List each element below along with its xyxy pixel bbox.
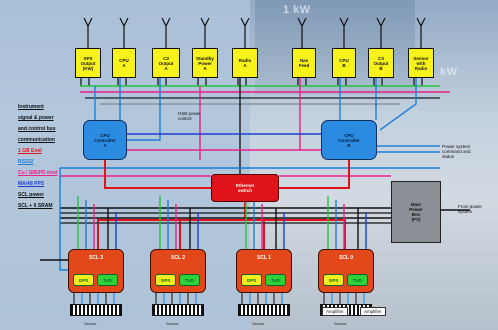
legend-item: Cu / SIB/PD mod [18,170,57,176]
legend-item: RS232 [18,159,33,165]
antenna-icon [377,18,385,48]
sensor-connector [152,304,204,316]
antenna-icon [340,18,348,48]
scl-unit-label: SCL 2 [171,256,185,261]
amplifier-tag: Amplifier [322,307,348,316]
legend-item: and control bus [18,126,56,132]
top-module-7: C3 Output B [368,48,394,78]
scl-txd-block: TxD [265,274,286,286]
top-module-1: CPU A [112,48,136,78]
cpu-controller-a: CPU Controller A [83,120,127,160]
legend-item: communication [18,137,55,143]
blue-bus [60,168,68,270]
antenna-icon [298,18,306,48]
scl-gps-block: GPS [155,274,176,286]
scl-unit-3: SCL 0 [318,249,374,293]
top-module-8: Sensor with Radio [408,48,434,78]
antenna-icon [162,18,170,48]
antenna-icon [84,18,92,48]
ethernet-switch: Ethernet switch [211,174,279,202]
legend-item: signal & power [18,115,54,121]
scl-unit-label: SCL 0 [339,256,353,261]
scl-gps-block: GPS [241,274,262,286]
antenna-icon [120,18,128,48]
from-power-note: From power system [458,204,482,214]
antenna-icon [417,18,425,48]
legend-item: SCL power [18,192,44,198]
hsb-power-note: HSB power control [178,111,201,121]
antenna-icon [241,18,249,48]
main-power-box: Main Power Box (PV) [391,181,441,243]
sensor-label: Sensor [252,321,265,326]
scl-txd-block: TxD [347,274,368,286]
ethernet-bus [279,160,349,188]
scl-unit-1: SCL 2 [150,249,206,293]
scl-unit-label: SCL 3 [89,256,103,261]
legend-item: SCL + 6 SRAM [18,203,53,209]
scl-gps-block: GPS [73,274,94,286]
top-module-5: Nav Feed [292,48,316,78]
legend-item: Instrument [18,104,44,110]
scl-unit-2: SCL 1 [236,249,292,293]
scl-gps-block: GPS [323,274,344,286]
sensor-label: Sensor [166,321,179,326]
antenna-icon [201,18,209,48]
legend-item: MA/48 PPS [18,181,44,187]
top-module-0: SPS Output (KW) [75,48,101,78]
amplifier-tag: Amplifier [360,307,386,316]
scl-unit-label: SCL 1 [257,256,271,261]
top-module-2: C3 Output A [152,48,180,78]
cpu-controller-b: CPU Controller B [321,120,377,160]
scl-unit-0: SCL 3 [68,249,124,293]
top-module-3: Standby Power A [192,48,218,78]
scl-txd-block: TxD [97,274,118,286]
top-module-6: CPU B [332,48,356,78]
power-command-note: Power system command and status [442,144,471,159]
ethernet-bus [98,202,245,249]
scl-txd-block: TxD [179,274,200,286]
sensor-label: Sensor [84,321,97,326]
sensor-connector [70,304,122,316]
legend-item: 1 GB Enet [18,148,42,154]
ethernet-bus [245,220,345,249]
top-module-4: Radio A [232,48,258,78]
ethernet-bus [105,160,211,188]
sensor-label: Sensor [334,321,347,326]
blue-bus [127,78,160,140]
sensor-connector [238,304,290,316]
